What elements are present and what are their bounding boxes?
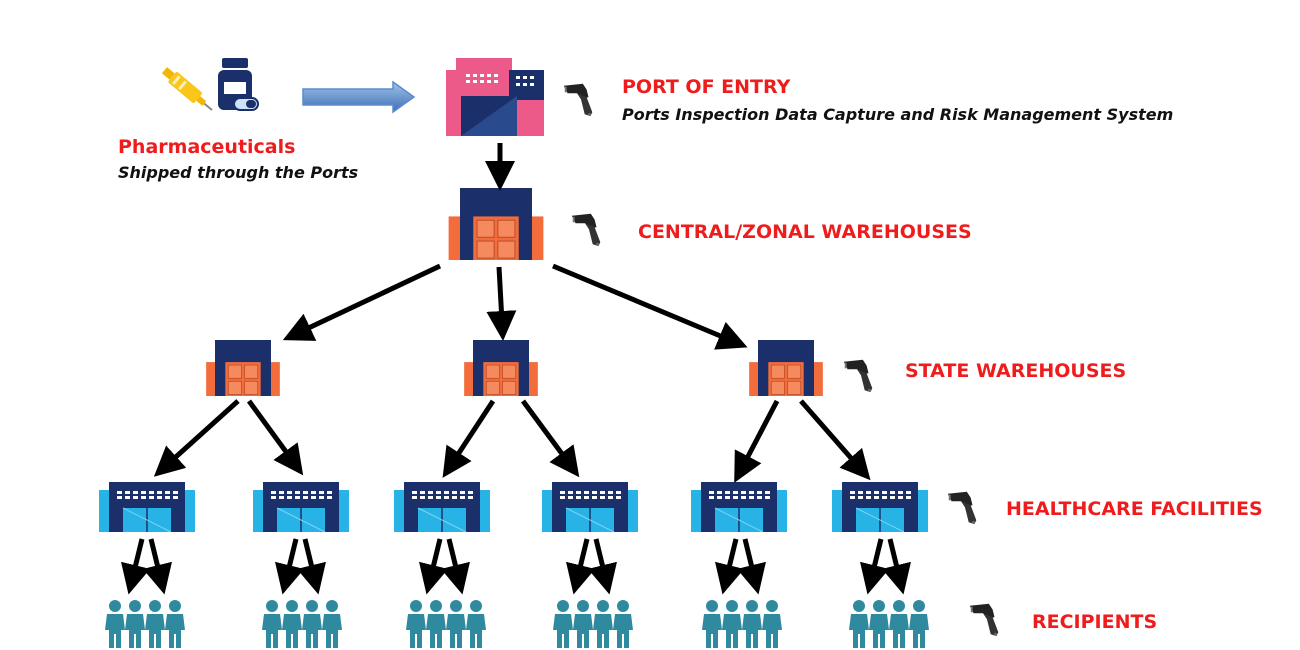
source-title: Pharmaceuticals <box>118 136 296 158</box>
port-building-icon <box>446 58 544 136</box>
flow-arrow <box>121 538 151 595</box>
flow-arrow <box>860 538 890 595</box>
barcode-scanner-icon <box>571 213 601 247</box>
central-warehouse-icon <box>448 188 544 260</box>
state-warehouse-icon <box>206 340 280 396</box>
facility-icon <box>99 482 195 532</box>
flow-arrow <box>734 399 780 483</box>
flow-arrow <box>246 399 304 476</box>
flow-arrow <box>799 399 871 481</box>
flow-arrow <box>275 538 305 595</box>
people-group-icon <box>105 600 185 648</box>
facility-icon <box>832 482 928 532</box>
facility-icon <box>691 482 787 532</box>
people-group-icon <box>849 600 929 648</box>
flow-arrow <box>520 399 580 478</box>
flow-arrow <box>587 538 617 595</box>
flow-arrow <box>440 538 470 595</box>
flow-arrow <box>486 266 517 341</box>
state-warehouse-icon <box>464 340 538 396</box>
facility-icon <box>542 482 638 532</box>
flow-arrow <box>296 538 326 595</box>
facility-icon <box>394 482 490 532</box>
level-title-health: HEALTHCARE FACILITIES <box>1006 498 1263 520</box>
pill-bottle-icon <box>218 58 259 111</box>
flow-arrow <box>881 538 911 595</box>
flow-arrow <box>566 538 596 595</box>
flow-arrow <box>302 80 416 114</box>
level-title-recipients: RECIPIENTS <box>1032 611 1158 633</box>
level-subtitle-port: Ports Inspection Data Capture and Risk M… <box>622 105 1174 124</box>
flow-arrow <box>552 263 748 350</box>
flow-arrow <box>142 538 172 595</box>
flow-arrow <box>282 263 442 341</box>
level-title-state: STATE WAREHOUSES <box>905 360 1127 382</box>
flow-arrow <box>442 399 496 478</box>
source-subtitle: Shipped through the Ports <box>118 163 359 182</box>
flow-arrow <box>715 538 745 595</box>
people-group-icon <box>553 600 633 648</box>
people-group-icon <box>702 600 782 648</box>
level-title-central: CENTRAL/ZONAL WAREHOUSES <box>638 221 972 243</box>
flow-arrow <box>419 538 449 595</box>
flow-arrow <box>736 538 766 595</box>
state-warehouse-icon <box>749 340 823 396</box>
flow-arrow <box>153 399 240 477</box>
level-title-port: PORT OF ENTRY <box>622 76 791 98</box>
facility-icon <box>253 482 349 532</box>
barcode-scanner-icon <box>843 359 873 393</box>
people-group-icon <box>262 600 342 648</box>
people-group-icon <box>406 600 486 648</box>
barcode-scanner-icon <box>563 83 593 117</box>
barcode-scanner-icon <box>947 491 977 525</box>
barcode-scanner-icon <box>969 603 999 637</box>
syringe-icon <box>161 67 213 111</box>
